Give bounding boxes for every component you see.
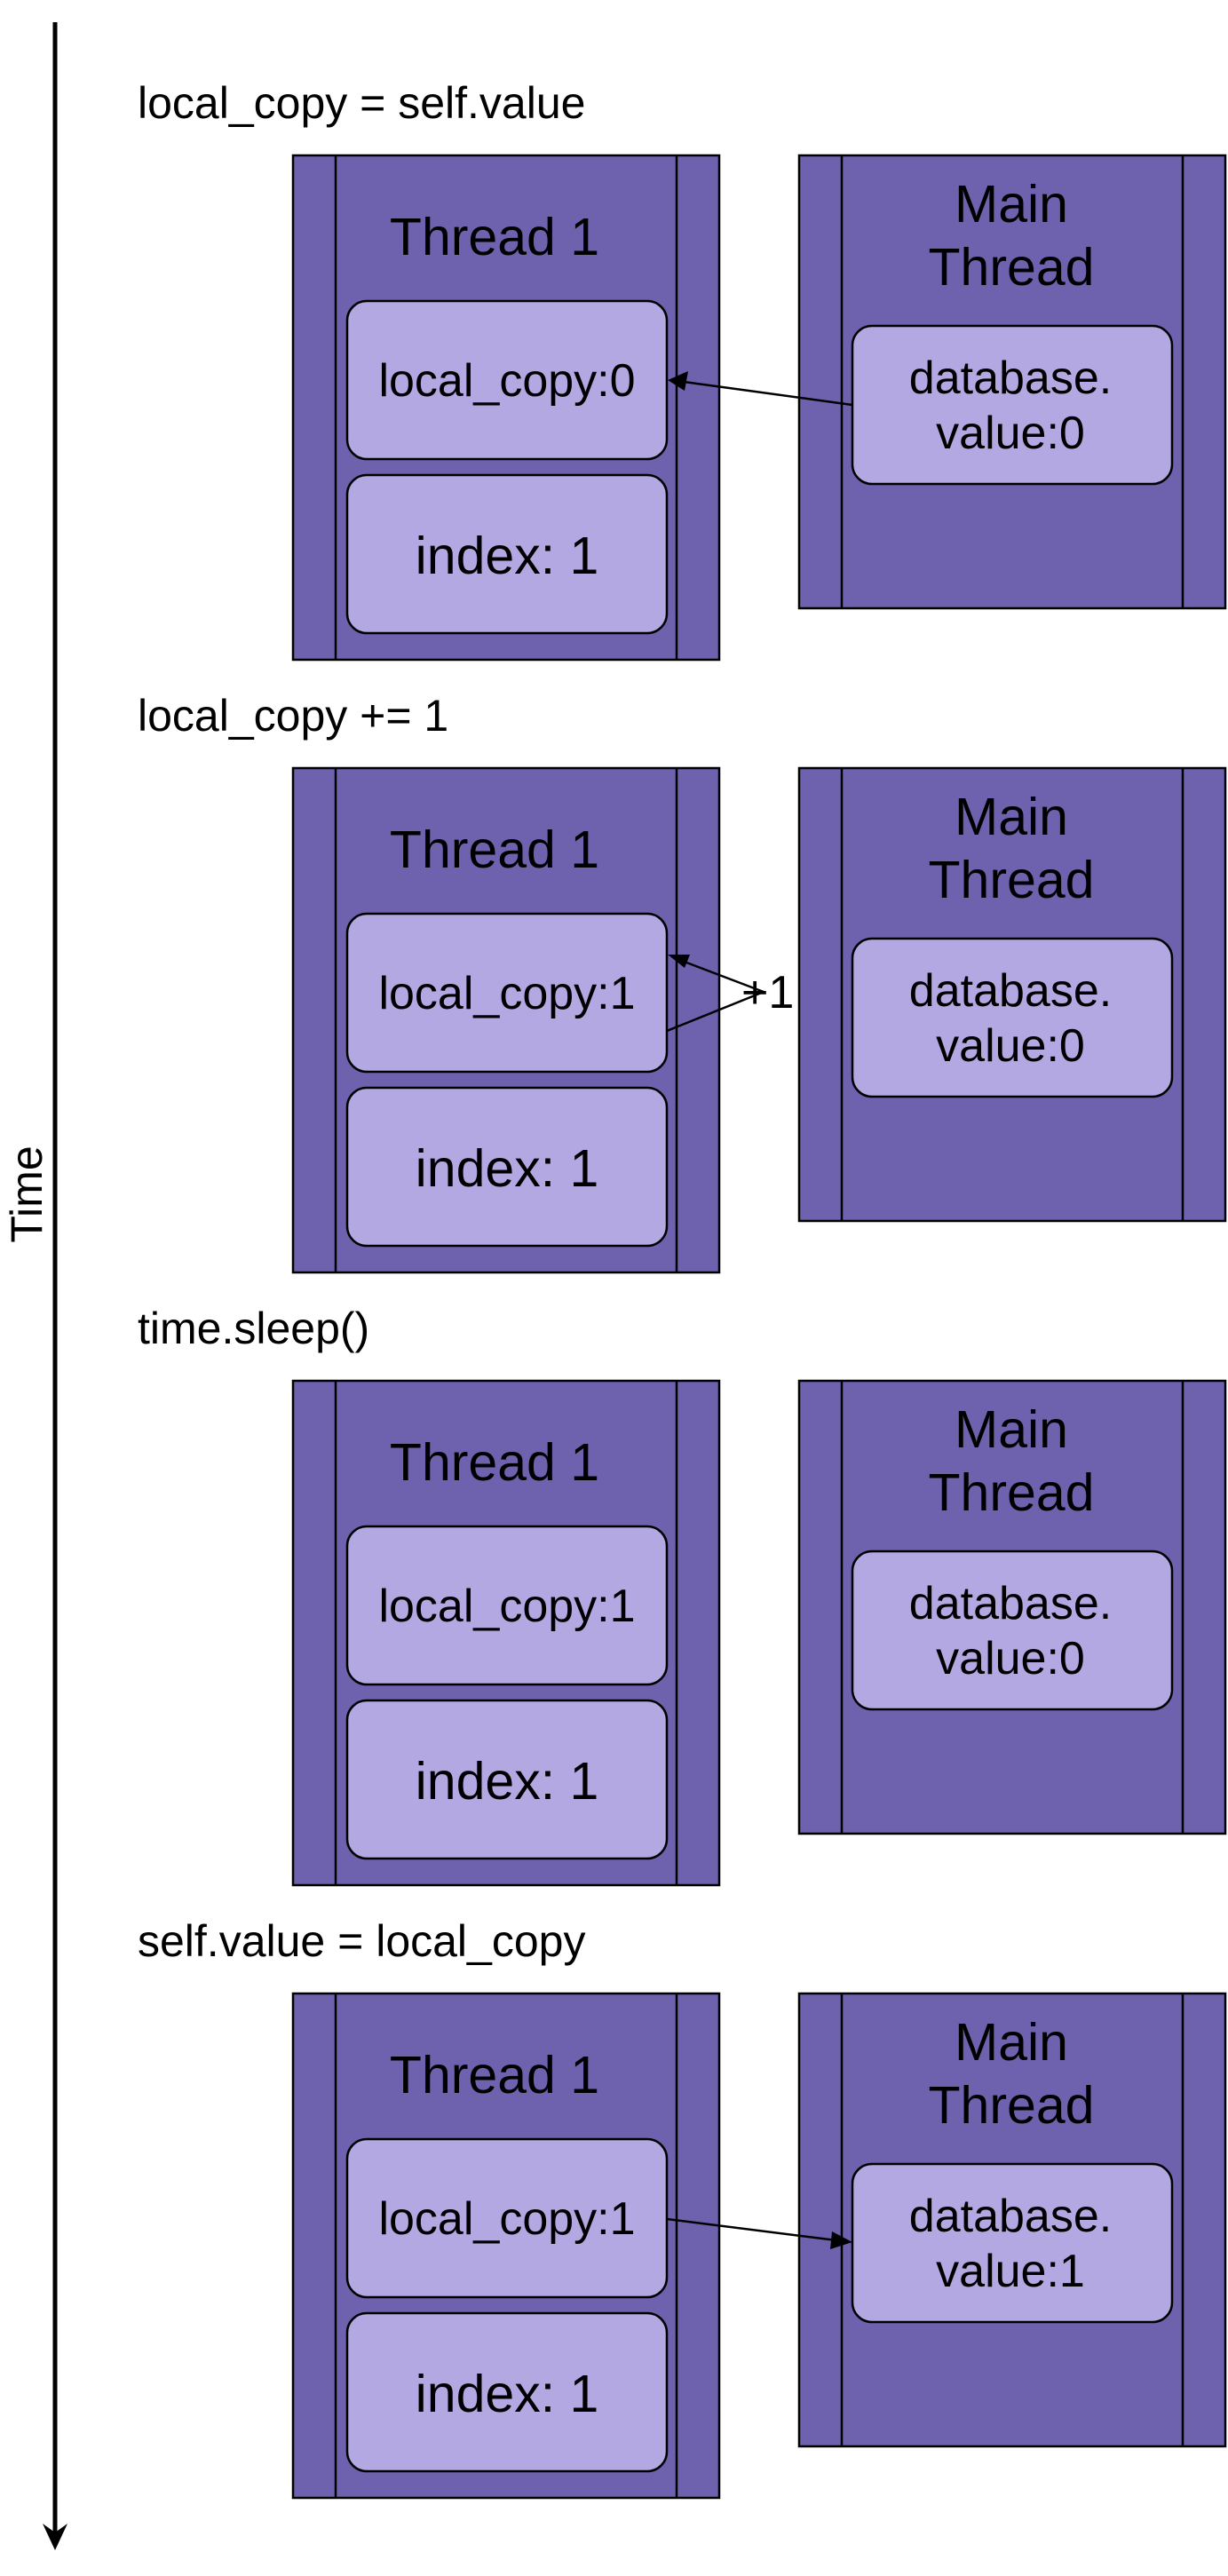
database-value-line-1: database.: [909, 965, 1112, 1017]
database-value-cell: [851, 937, 1174, 1098]
database-value-cell: [851, 324, 1174, 486]
database-value-line-2: value:0: [936, 1020, 1085, 1072]
main-thread-title-line-1: Main: [955, 175, 1068, 234]
index-cell: [345, 2311, 669, 2473]
increment-arrowhead: [668, 955, 690, 968]
step-arrow: +1: [666, 955, 794, 1033]
local-copy-cell: [345, 2137, 669, 2299]
increment-out-line: [666, 990, 765, 1033]
local-copy-value: local_copy:1: [378, 1581, 635, 1632]
main-thread-title-line-2: Thread: [929, 1463, 1095, 1522]
thread-1-title: Thread 1: [390, 820, 599, 879]
database-value-line-1: database.: [909, 2191, 1112, 2242]
index-value: index: 1: [416, 527, 599, 585]
database-value-line-2: value:0: [936, 408, 1085, 459]
thread-1-panel: Thread 1 local_copy:1 index: 1: [291, 1992, 721, 2500]
database-value-cell: [851, 1550, 1174, 1711]
database-value-cell: [851, 2162, 1174, 2324]
time-axis-label: Time: [2, 1145, 51, 1242]
step-caption: local_copy += 1: [138, 691, 448, 741]
read-arrowhead: [668, 371, 688, 391]
thread-1-panel: Thread 1 local_copy:1 index: 1: [291, 766, 721, 1274]
increment-label: +1: [741, 967, 794, 1019]
thread-1-title: Thread 1: [390, 208, 599, 266]
thread-1-title: Thread 1: [390, 2046, 599, 2104]
index-cell: [345, 1086, 669, 1248]
index-cell: [345, 473, 669, 635]
time-axis-arrowhead: [43, 2524, 67, 2550]
thread-1-panel: Thread 1 local_copy:1 index: 1: [291, 1379, 721, 1887]
time-axis: Time: [2, 22, 67, 2550]
write-arrow-line: [666, 2217, 837, 2242]
step-caption: self.value = local_copy: [138, 1916, 585, 1966]
step-2: local_copy += 1 Thread 1 local_copy:1index…: [138, 691, 1227, 1274]
index-value: index: 1: [416, 2365, 599, 2423]
local-copy-cell: [345, 299, 669, 461]
read-arrow-line: [683, 380, 853, 407]
main-thread-title-line-1: Main: [955, 1400, 1068, 1459]
index-value: index: 1: [416, 1139, 599, 1198]
thread-1-title: Thread 1: [390, 1433, 599, 1492]
step-caption: time.sleep(): [138, 1304, 369, 1353]
step-arrow: [666, 2217, 852, 2249]
local-copy-value: local_copy:1: [378, 2193, 635, 2245]
step-3: time.sleep() Thread 1 local_copy:1 index: 1…: [138, 1304, 1227, 1887]
index-cell: [345, 1699, 669, 1860]
local-copy-value: local_copy:0: [378, 355, 635, 407]
local-copy-value: local_copy:1: [378, 968, 635, 1019]
write-arrowhead: [830, 2231, 852, 2249]
thread-1-panel: Thread 1 local_copy:0 index: 1: [291, 154, 721, 662]
database-value-line-2: value:1: [936, 2246, 1085, 2297]
main-thread-title-line-2: Thread: [929, 851, 1095, 909]
database-value-line-1: database.: [909, 353, 1112, 404]
main-thread-title-line-1: Main: [955, 2013, 1068, 2072]
main-thread-title-line-2: Thread: [929, 2076, 1095, 2135]
local-copy-cell: [345, 912, 669, 1074]
step-arrow: [668, 371, 853, 407]
database-value-line-2: value:0: [936, 1633, 1085, 1684]
main-thread-title-line-2: Thread: [929, 238, 1095, 297]
step-caption: local_copy = self.value: [138, 78, 585, 128]
database-value-line-1: database.: [909, 1578, 1112, 1629]
index-value: index: 1: [416, 1752, 599, 1811]
local-copy-cell: [345, 1525, 669, 1686]
increment-back-line: [681, 959, 765, 994]
main-thread-title-line-1: Main: [955, 788, 1068, 846]
